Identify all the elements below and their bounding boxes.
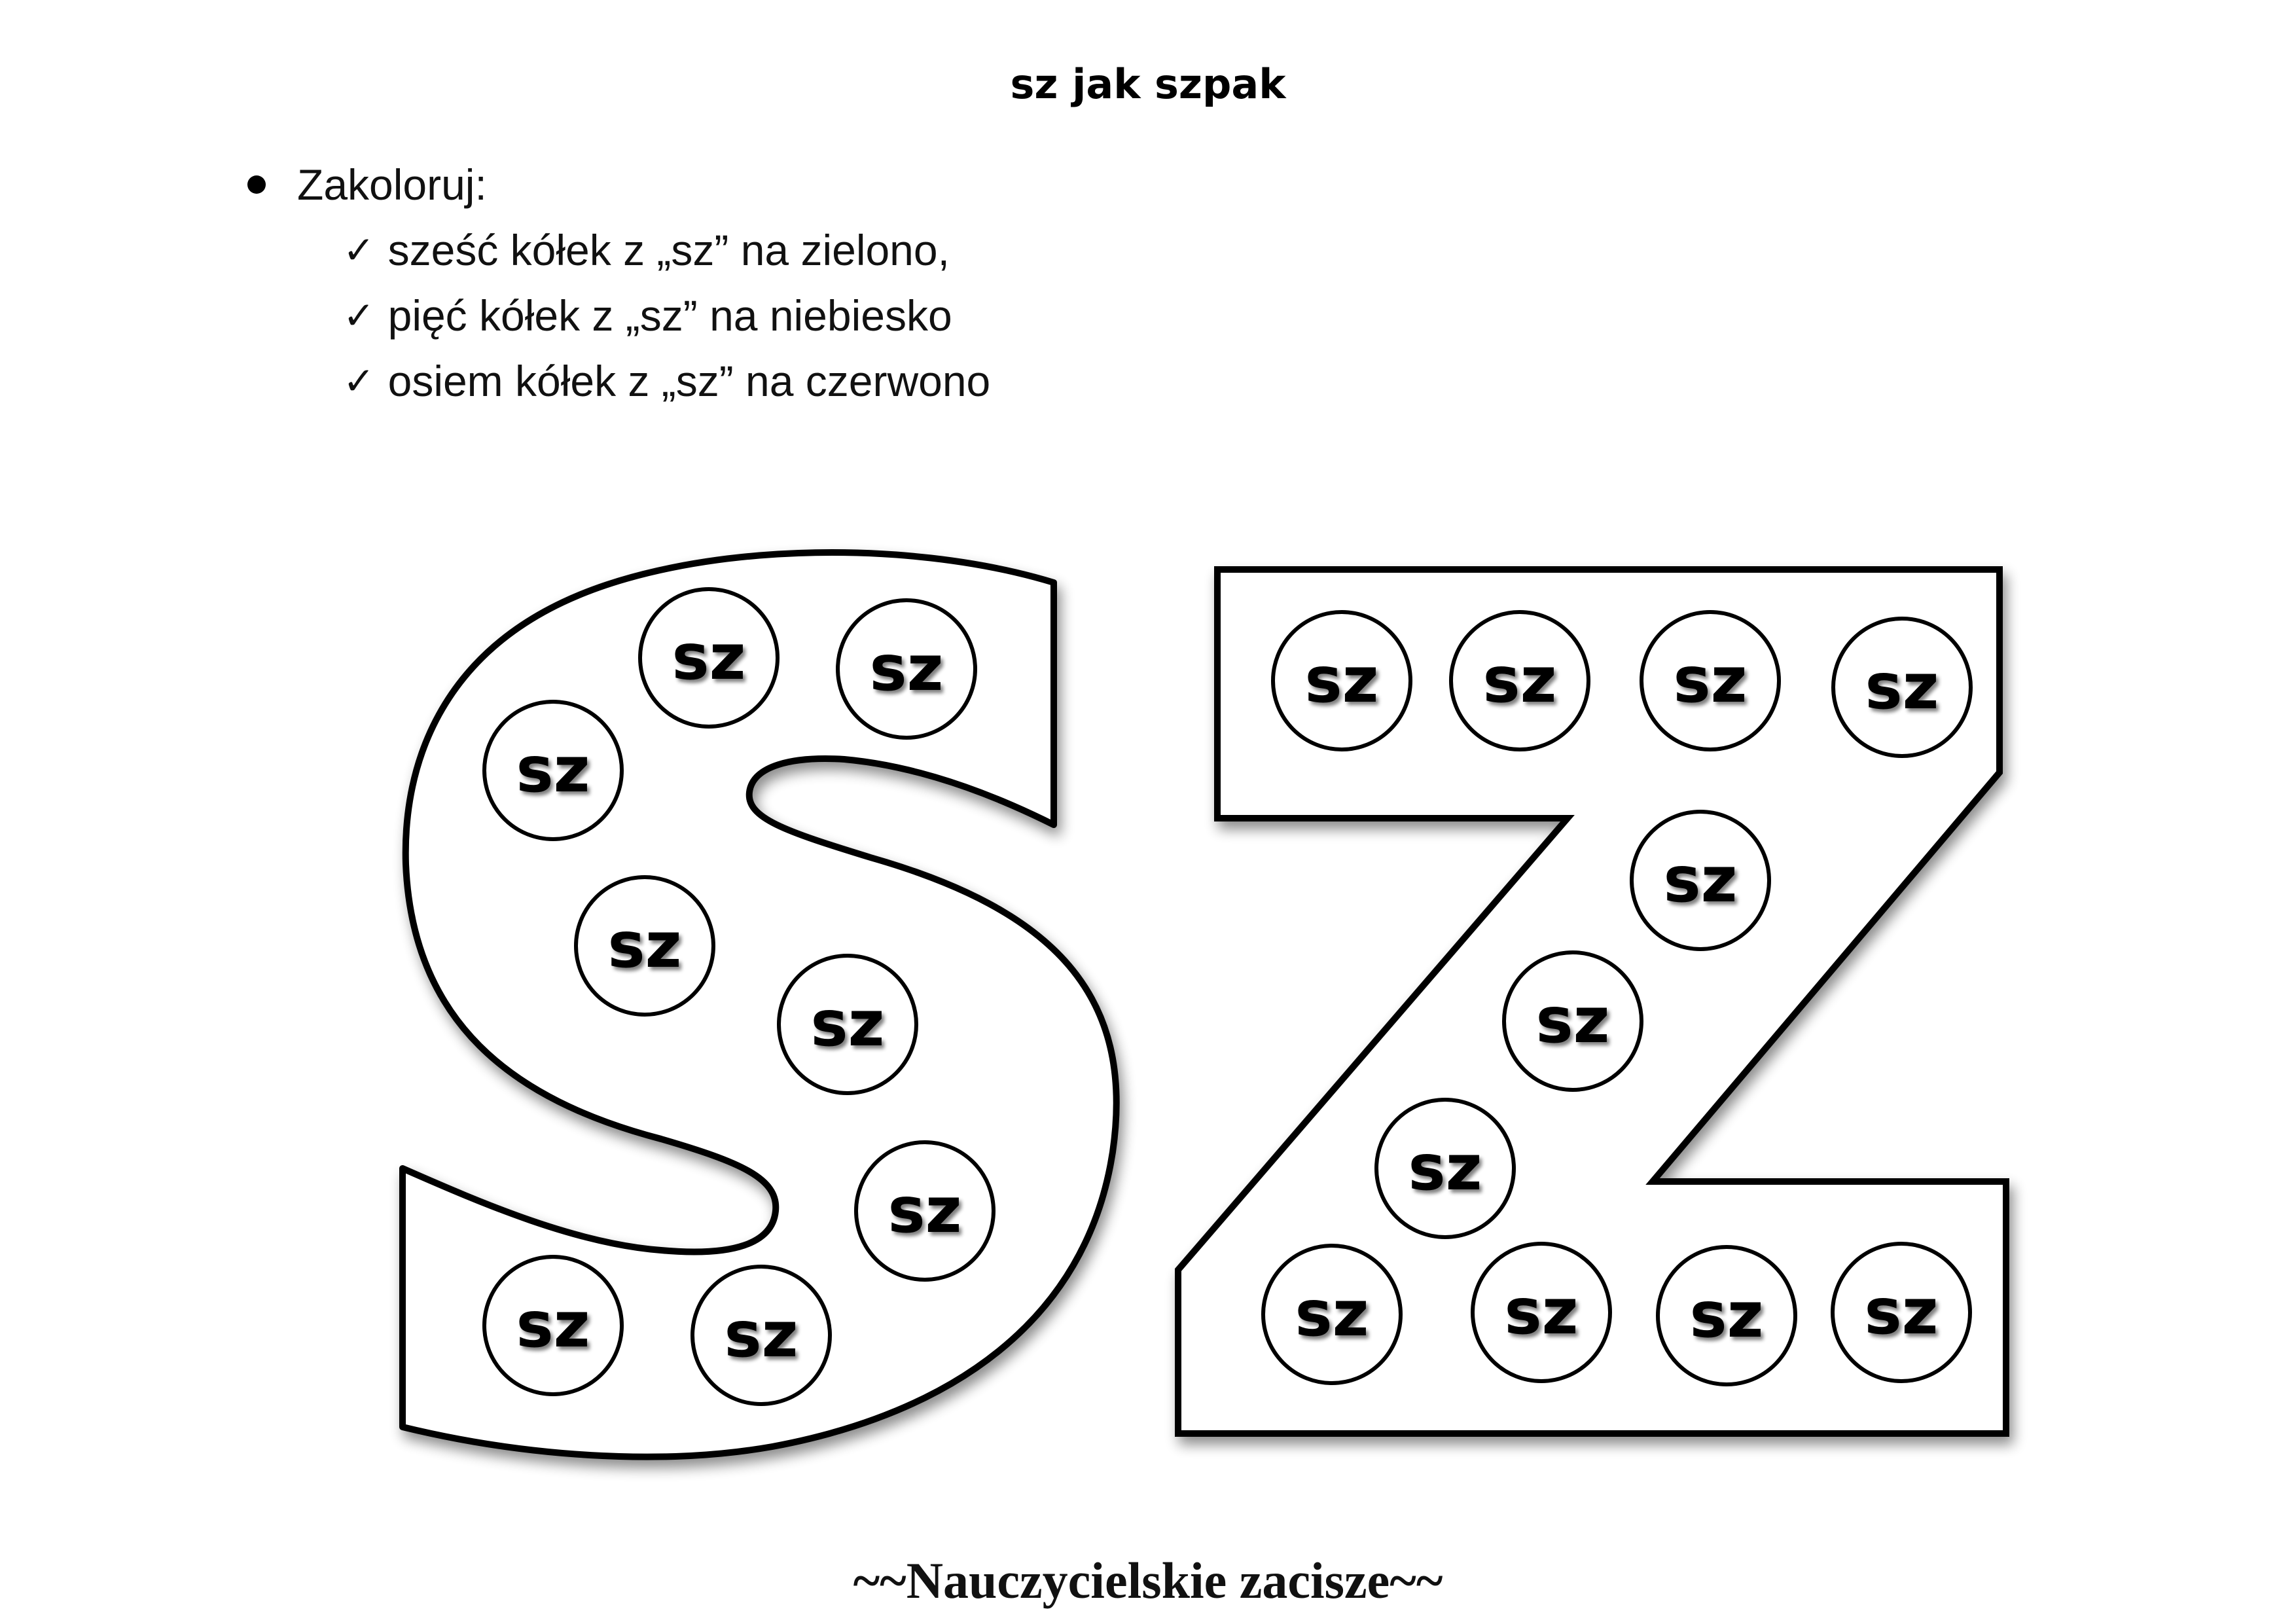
circle-label: sz bbox=[1864, 1275, 1938, 1348]
sz-circle: sz bbox=[1656, 1245, 1797, 1386]
circle-outline bbox=[574, 875, 715, 1017]
circle-label: sz bbox=[1865, 650, 1939, 723]
circle-outline bbox=[1656, 1245, 1797, 1386]
sz-circle: sz bbox=[1449, 610, 1590, 751]
circle-label: sz bbox=[1663, 843, 1737, 916]
check-mark-icon: ✓ bbox=[343, 293, 375, 338]
circle-label: sz bbox=[1482, 643, 1556, 717]
page-title: sz jak szpak bbox=[1010, 60, 1286, 108]
sz-circle: sz bbox=[1831, 1242, 1972, 1383]
sz-circle: sz bbox=[1640, 610, 1781, 751]
circle-label: sz bbox=[1689, 1278, 1763, 1352]
circle-label: sz bbox=[888, 1174, 961, 1247]
sz-circle: sz bbox=[1630, 810, 1771, 951]
sz-circle: sz bbox=[482, 1255, 624, 1396]
circle-label: sz bbox=[810, 987, 884, 1060]
circle-outline bbox=[1831, 617, 1973, 758]
check-mark-icon: ✓ bbox=[343, 228, 375, 272]
circle-outline bbox=[836, 598, 977, 740]
sz-circle: sz bbox=[1271, 610, 1412, 751]
circle-outline bbox=[1831, 1242, 1972, 1383]
sz-circle: sz bbox=[691, 1265, 832, 1406]
sz-circle: sz bbox=[1502, 950, 1643, 1092]
circle-label: sz bbox=[607, 909, 681, 982]
circle-label: sz bbox=[1304, 643, 1378, 717]
bullet-dot-icon bbox=[247, 175, 266, 194]
sz-circle: sz bbox=[638, 587, 780, 729]
instructions: Zakoloruj: ✓ sześć kółek z „sz” na zielo… bbox=[247, 152, 990, 414]
circle-label: sz bbox=[869, 632, 943, 705]
task-text: sześć kółek z „sz” na zielono, bbox=[387, 226, 950, 274]
circle-outline bbox=[1502, 950, 1643, 1092]
sz-circle: sz bbox=[1471, 1242, 1612, 1383]
task-item: ✓ osiem kółek z „sz” na czerwono bbox=[343, 348, 990, 414]
circle-label: sz bbox=[1535, 984, 1609, 1057]
circle-label: sz bbox=[724, 1298, 798, 1371]
sz-circle: sz bbox=[1374, 1098, 1516, 1239]
circle-outline bbox=[482, 700, 624, 841]
task-text: pięć kółek z „sz” na niebiesko bbox=[387, 291, 952, 340]
circle-outline bbox=[1630, 810, 1771, 951]
sz-circle: sz bbox=[1831, 617, 1973, 758]
footer-signature: ~~Nauczycielskie zacisze~~ bbox=[853, 1552, 1443, 1609]
circle-label: sz bbox=[516, 1288, 590, 1362]
sz-circle: sz bbox=[574, 875, 715, 1017]
circle-outline bbox=[1640, 610, 1781, 751]
circle-outline bbox=[691, 1265, 832, 1406]
circle-outline bbox=[1374, 1098, 1516, 1239]
sz-circle: sz bbox=[854, 1140, 996, 1282]
circle-outline bbox=[854, 1140, 996, 1282]
check-mark-icon: ✓ bbox=[343, 359, 375, 403]
circle-label: sz bbox=[672, 621, 745, 694]
circle-outline bbox=[1471, 1242, 1612, 1383]
circle-outline bbox=[1261, 1244, 1403, 1385]
task-item: ✓ sześć kółek z „sz” na zielono, bbox=[343, 217, 990, 283]
instruction-heading: Zakoloruj: bbox=[297, 160, 487, 209]
circle-outline bbox=[777, 954, 918, 1095]
sz-circle: sz bbox=[777, 954, 918, 1095]
sz-circle: sz bbox=[836, 598, 977, 740]
circle-label: sz bbox=[1295, 1277, 1369, 1350]
sz-circle: sz bbox=[482, 700, 624, 841]
circle-label: sz bbox=[516, 733, 590, 806]
circle-label: sz bbox=[1673, 643, 1747, 717]
circle-label: sz bbox=[1504, 1275, 1578, 1348]
circle-outline bbox=[1449, 610, 1590, 751]
circle-outline bbox=[1271, 610, 1412, 751]
circle-label: sz bbox=[1408, 1131, 1482, 1204]
task-item: ✓ pięć kółek z „sz” na niebiesko bbox=[343, 283, 990, 348]
circle-outline bbox=[482, 1255, 624, 1396]
task-text: osiem kółek z „sz” na czerwono bbox=[387, 357, 991, 405]
instruction-heading-line: Zakoloruj: bbox=[247, 152, 990, 217]
circle-outline bbox=[638, 587, 780, 729]
sz-circle: sz bbox=[1261, 1244, 1403, 1385]
